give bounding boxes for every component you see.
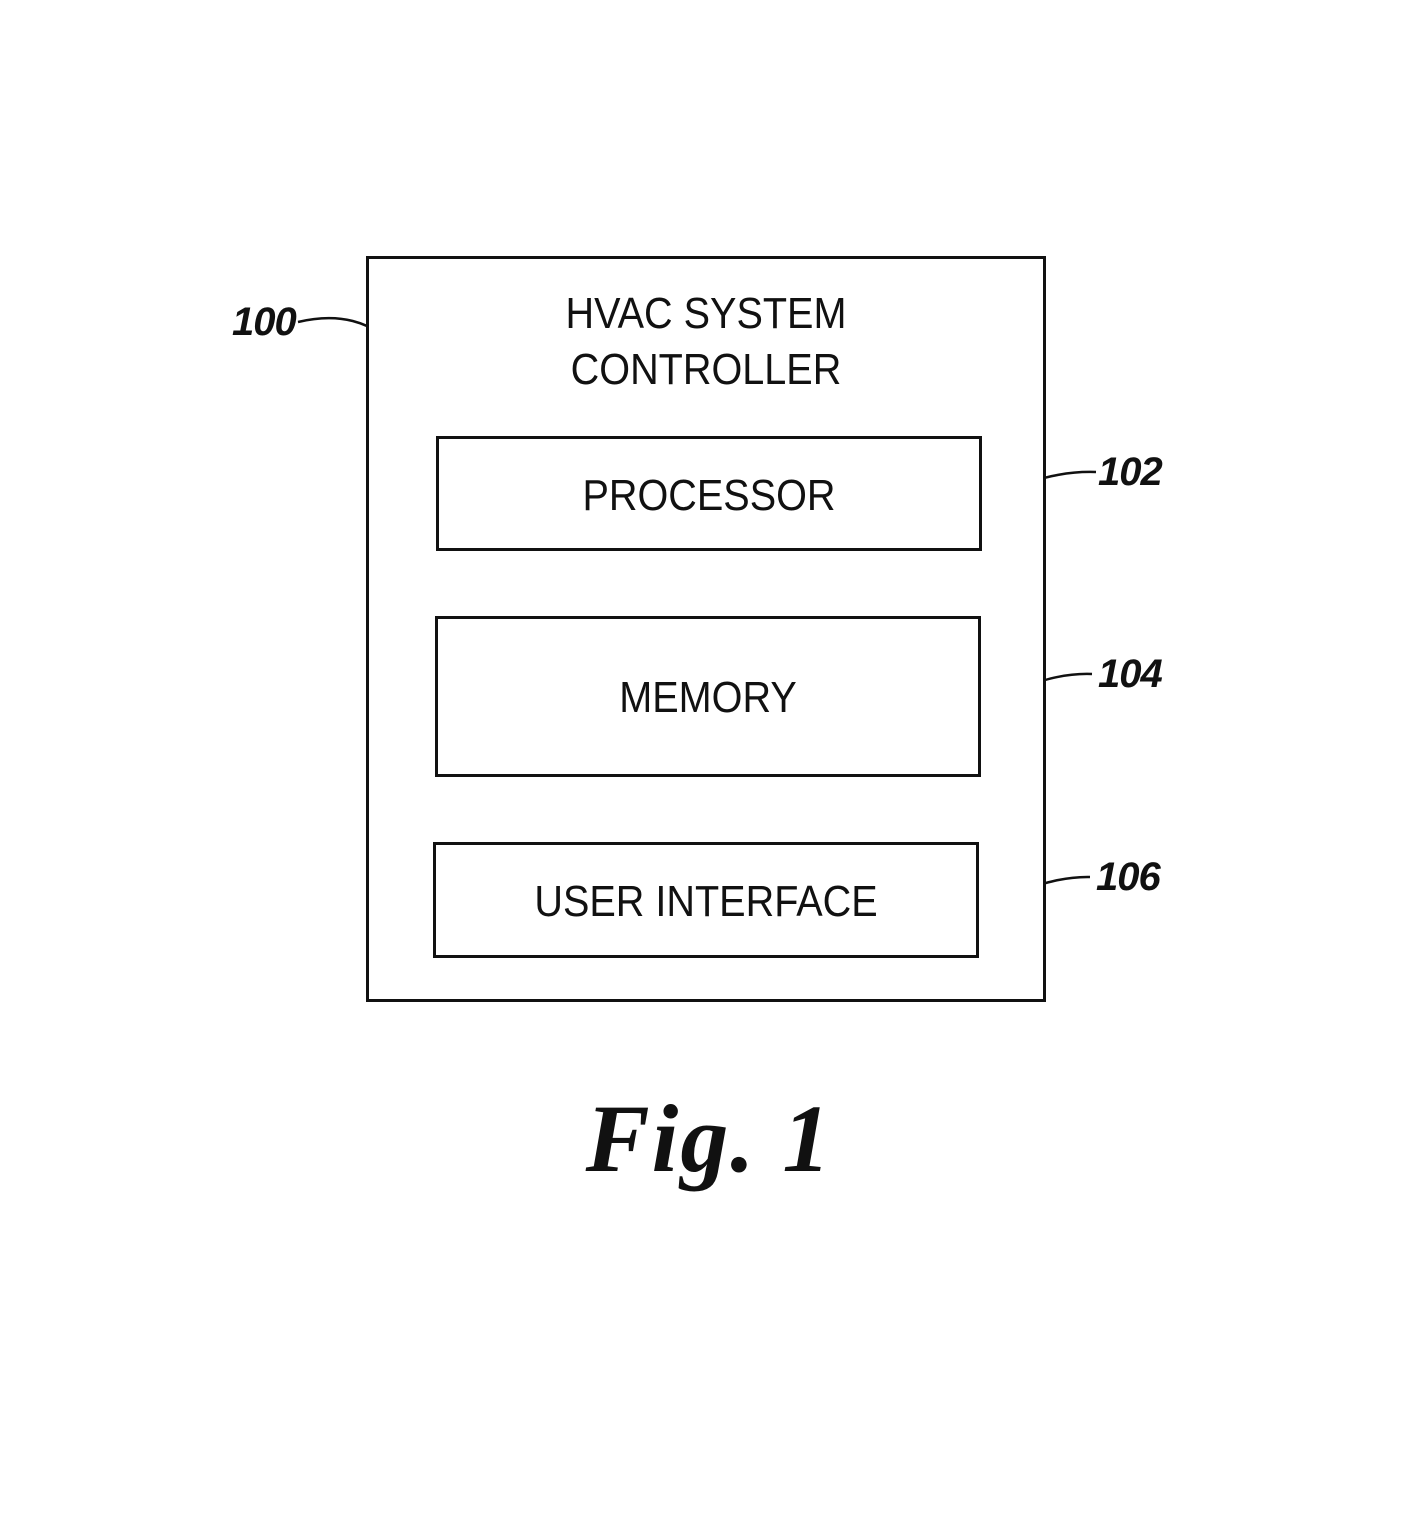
ref-102: 102 <box>1098 450 1162 495</box>
processor-box: PROCESSOR <box>436 436 982 551</box>
processor-label: PROCESSOR <box>466 471 952 521</box>
user-interface-box: USER INTERFACE <box>433 842 979 958</box>
ref-104: 104 <box>1098 652 1162 697</box>
memory-box: MEMORY <box>435 616 981 777</box>
ref-100: 100 <box>232 300 296 345</box>
ref-106: 106 <box>1096 855 1160 900</box>
memory-label: MEMORY <box>465 673 951 723</box>
user-interface-label: USER INTERFACE <box>463 877 949 927</box>
figure-caption: Fig. 1 <box>0 1083 1418 1194</box>
controller-title-line2: CONTROLLER <box>403 345 1010 395</box>
controller-title-line1: HVAC SYSTEM <box>403 289 1010 339</box>
